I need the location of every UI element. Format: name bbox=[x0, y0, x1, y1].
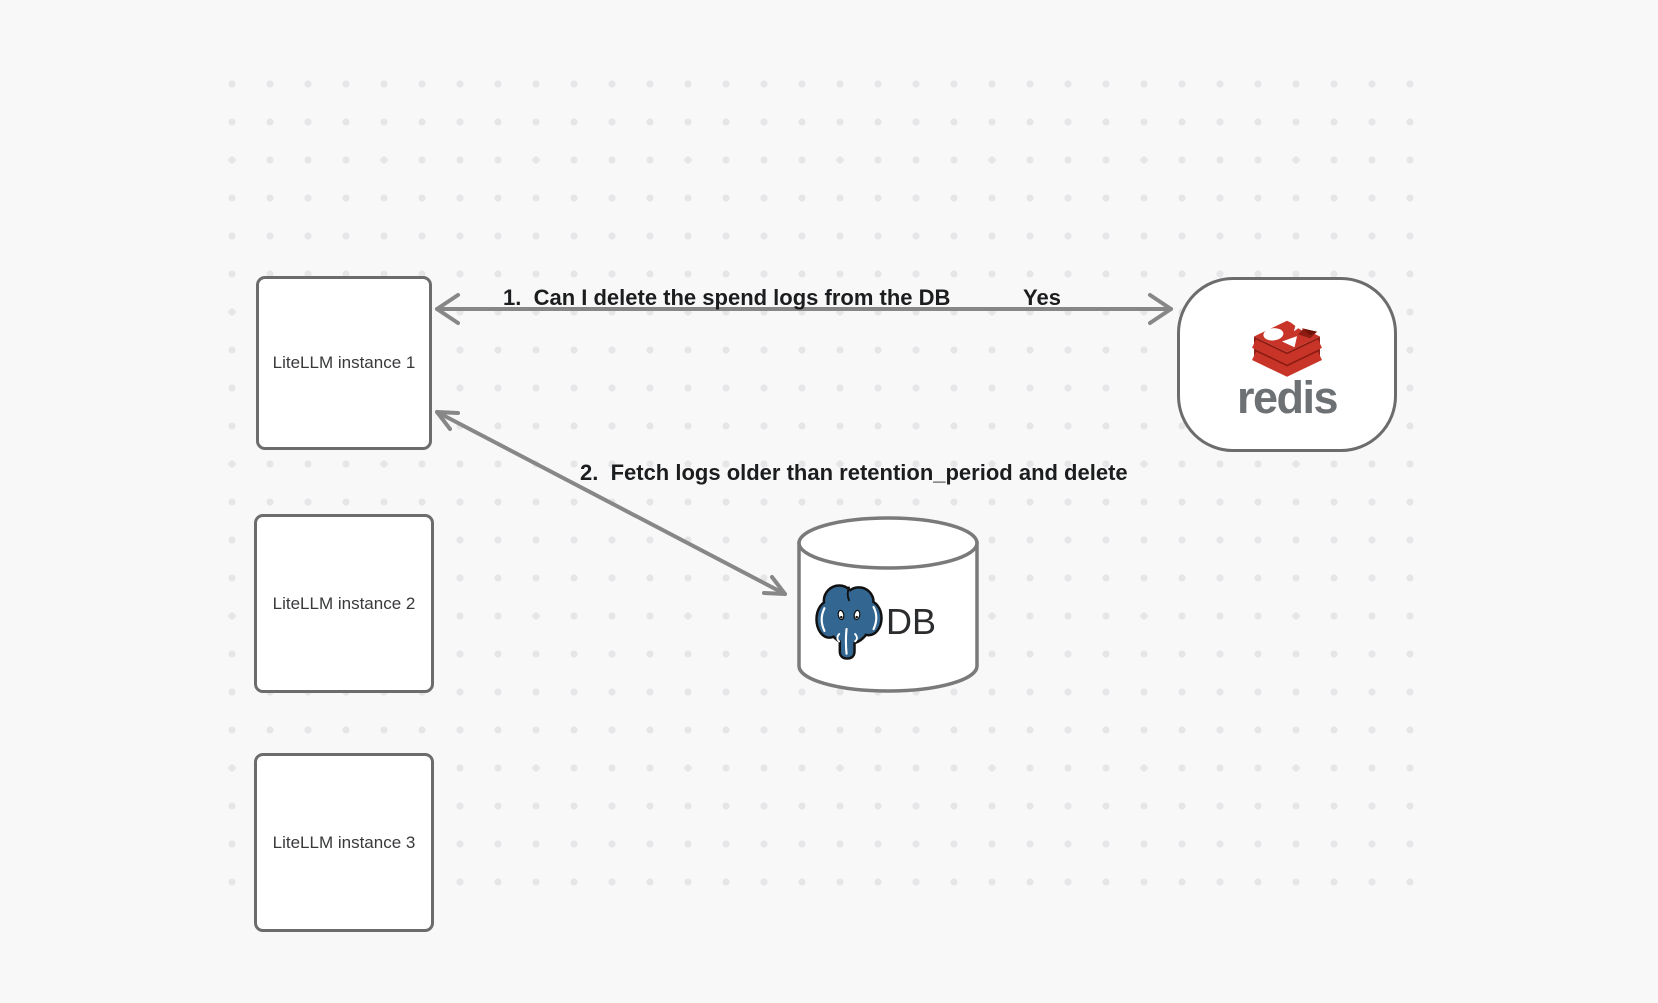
node-litellm-instance-1[interactable]: LiteLLM instance 1 bbox=[256, 276, 432, 450]
redis-wordmark: redis bbox=[1236, 372, 1339, 423]
redis-logo-icon bbox=[1252, 317, 1322, 377]
node-label: LiteLLM instance 3 bbox=[272, 832, 416, 852]
node-litellm-instance-3[interactable]: LiteLLM instance 3 bbox=[254, 753, 434, 932]
edge1-question-label: 1. Can I delete the spend logs from the … bbox=[503, 285, 951, 310]
db-node-label: DB bbox=[886, 601, 937, 642]
node-label: LiteLLM instance 1 bbox=[272, 353, 416, 372]
arrowhead-upper bbox=[435, 410, 460, 431]
arrowhead-right bbox=[1148, 293, 1173, 325]
edge2-action-label: 2. Fetch logs older than retention_perio… bbox=[580, 460, 1128, 485]
arrowhead-left bbox=[435, 293, 460, 325]
edge-ask-redis[interactable] bbox=[435, 293, 1173, 325]
arrowhead-lower bbox=[762, 575, 787, 596]
edge1-response-label: Yes bbox=[1023, 285, 1061, 310]
edge-fetch-delete[interactable] bbox=[435, 410, 787, 596]
node-redis[interactable]: redis bbox=[1177, 277, 1397, 452]
postgresql-elephant-icon bbox=[815, 584, 883, 660]
node-litellm-instance-2[interactable]: LiteLLM instance 2 bbox=[254, 514, 434, 693]
node-label: LiteLLM instance 2 bbox=[272, 593, 416, 613]
